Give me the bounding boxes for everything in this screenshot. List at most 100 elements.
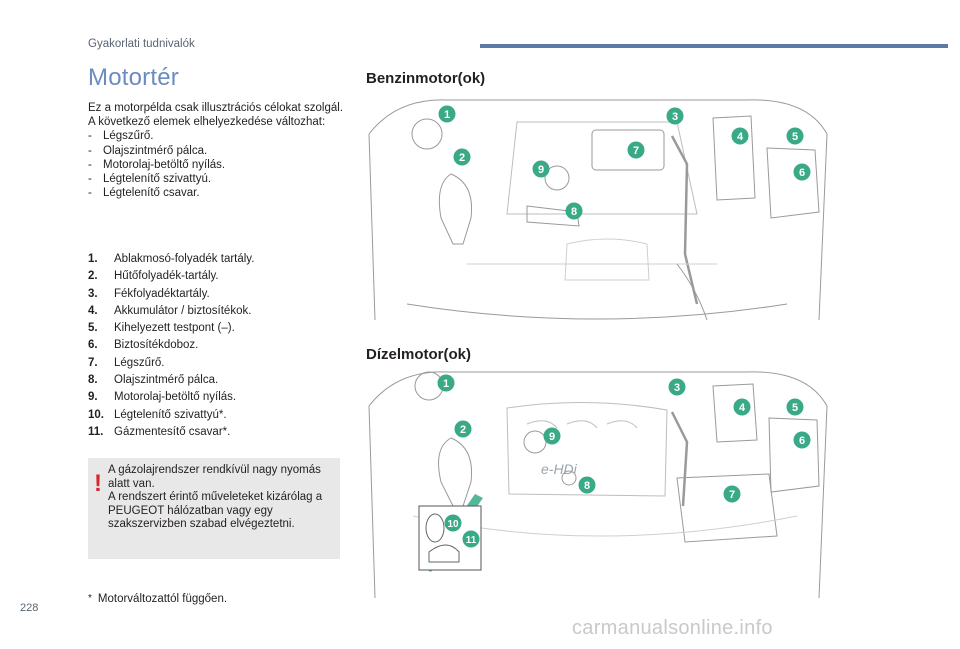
component-number: 1. — [88, 253, 98, 265]
exclamation-icon: ! — [94, 470, 102, 497]
component-label: Olajszintmérő pálca. — [114, 374, 219, 387]
svg-text:8: 8 — [584, 480, 590, 492]
callout-badge: 3 — [668, 378, 686, 396]
component-number: 6. — [88, 339, 98, 352]
petrol-engine-diagram — [368, 99, 828, 321]
callout-badge: 8 — [578, 476, 596, 494]
svg-text:2: 2 — [459, 152, 465, 164]
intro-list: Légszűrő. Olajszintmérő pálca. Motorolaj… — [88, 129, 353, 200]
component-number: 10. — [88, 408, 104, 421]
svg-text:9: 9 — [549, 431, 555, 443]
callout-badge: 3 — [666, 107, 684, 125]
callout-badge: 7 — [723, 485, 741, 503]
callout-badge: 9 — [532, 160, 550, 178]
svg-text:10: 10 — [447, 519, 459, 530]
component-row: 8. Olajszintmérő pálca. — [88, 372, 348, 389]
footnote-text: Motorváltozattól függően. — [97, 593, 228, 605]
svg-text:8: 8 — [571, 206, 577, 218]
svg-text:1: 1 — [443, 378, 449, 390]
svg-text:11: 11 — [466, 535, 477, 546]
callout-badge: 6 — [793, 163, 811, 181]
diesel-heading: Dízelmotor(ok) — [366, 346, 471, 363]
component-row: 6. Biztosítékdoboz. — [88, 337, 348, 354]
component-row: 1. Ablakmosó-folyadék tartály. — [88, 251, 348, 268]
svg-text:6: 6 — [799, 167, 805, 179]
svg-text:1: 1 — [444, 109, 450, 121]
intro-text: Ez a motorpélda csak illusztrációs célok… — [88, 101, 353, 201]
component-row: 7. Légszűrő. — [88, 355, 348, 372]
callout-badge: 6 — [793, 431, 811, 449]
svg-text:5: 5 — [792, 131, 798, 143]
callout-badge: 7 — [627, 141, 645, 159]
warning-text: A gázolajrendszer rendkívül nagy nyomás … — [108, 464, 334, 532]
svg-text:2: 2 — [460, 424, 466, 436]
intro-line-1: Ez a motorpélda csak illusztrációs célok… — [88, 102, 344, 114]
component-number: 4. — [88, 304, 98, 317]
component-label: Motorolaj-betöltő nyílás. — [114, 391, 237, 404]
watermark: carmanualsonline.info — [572, 617, 773, 639]
svg-text:4: 4 — [739, 402, 746, 414]
component-row: 4. Akkumulátor / biztosítékok. — [88, 303, 348, 320]
svg-text:7: 7 — [633, 145, 639, 157]
component-row: 2. Hűtőfolyadék-tartály. — [88, 268, 348, 285]
svg-text:3: 3 — [674, 382, 680, 394]
component-label: Gázmentesítő csavar*. — [114, 425, 231, 438]
petrol-callouts: 1 2 3 4 5 6 7 8 9 — [438, 105, 811, 220]
svg-text:3: 3 — [672, 111, 678, 123]
petrol-heading: Benzinmotor(ok) — [366, 70, 486, 87]
footnote: * Motorváltozattól függően. — [88, 593, 227, 605]
svg-text:7: 7 — [729, 489, 735, 501]
svg-text:6: 6 — [799, 435, 805, 447]
callout-badge: 4 — [733, 398, 751, 416]
callout-badge: 2 — [454, 420, 472, 438]
component-label: Kihelyezett testpont (–). — [114, 322, 235, 335]
intro-list-item: Légszűrő. — [88, 129, 353, 143]
header-bar — [480, 44, 948, 48]
component-label: Hűtőfolyadék-tartály. — [114, 270, 219, 283]
component-row: 5. Kihelyezett testpont (–). — [88, 320, 348, 337]
component-row: 9. Motorolaj-betöltő nyílás. — [88, 389, 348, 406]
component-number: 5. — [88, 322, 98, 335]
svg-text:9: 9 — [538, 164, 544, 176]
component-label: Légszűrő. — [114, 356, 165, 369]
diesel-engine-diagram: e-HDi — [368, 371, 828, 599]
ehdi-logo: e-HDi — [541, 461, 578, 477]
component-row: 11. Gázmentesítő csavar*. — [88, 424, 348, 441]
warning-box: ! A gázolajrendszer rendkívül nagy nyomá… — [88, 458, 340, 559]
component-number: 8. — [88, 374, 98, 387]
callout-badge: 5 — [786, 127, 804, 145]
svg-text:5: 5 — [792, 402, 798, 414]
callout-badge: 2 — [453, 148, 471, 166]
intro-list-item: Olajszintmérő pálca. — [88, 144, 353, 158]
callout-badge: 10 — [444, 514, 462, 532]
component-list: 1. Ablakmosó-folyadék tartály. 2. Hűtőfoly… — [88, 251, 348, 441]
component-label: Akkumulátor / biztosítékok. — [114, 304, 252, 317]
callout-badge: 9 — [543, 427, 561, 445]
diesel-callouts: 1 2 3 4 5 6 7 8 9 10 11 — [437, 374, 811, 548]
intro-list-item: Légtelenítő csavar. — [88, 186, 353, 200]
component-number: 9. — [88, 391, 98, 404]
footnote-star: * — [88, 593, 92, 604]
warning-line-2: A rendszert érintő műveleteket kizárólag… — [108, 491, 323, 531]
intro-list-item: Légtelenítő szivattyú. — [88, 172, 353, 186]
component-number: 2. — [88, 270, 98, 283]
component-label: Légtelenítő szivattyú*. — [114, 408, 227, 421]
callout-badge: 8 — [565, 202, 583, 220]
svg-text:4: 4 — [737, 131, 744, 143]
component-label: Ablakmosó-folyadék tartály. — [114, 253, 255, 265]
component-label: Fékfolyadéktartály. — [114, 287, 210, 300]
callout-badge: 5 — [786, 398, 804, 416]
warning-line-1: A gázolajrendszer rendkívül nagy nyomás … — [108, 464, 321, 490]
callout-badge: 11 — [462, 530, 480, 548]
callout-badge: 4 — [731, 127, 749, 145]
callout-badge: 1 — [437, 374, 455, 392]
callout-badge: 1 — [438, 105, 456, 123]
intro-list-item: Motorolaj-betöltő nyílás. — [88, 158, 353, 172]
component-number: 7. — [88, 356, 98, 369]
component-number: 11. — [88, 425, 104, 438]
section-label: Gyakorlati tudnivalók — [88, 38, 195, 50]
component-number: 3. — [88, 287, 98, 300]
component-label: Biztosítékdoboz. — [114, 339, 199, 352]
page-number: 228 — [20, 602, 39, 614]
component-row: 3. Fékfolyadéktartály. — [88, 286, 348, 303]
